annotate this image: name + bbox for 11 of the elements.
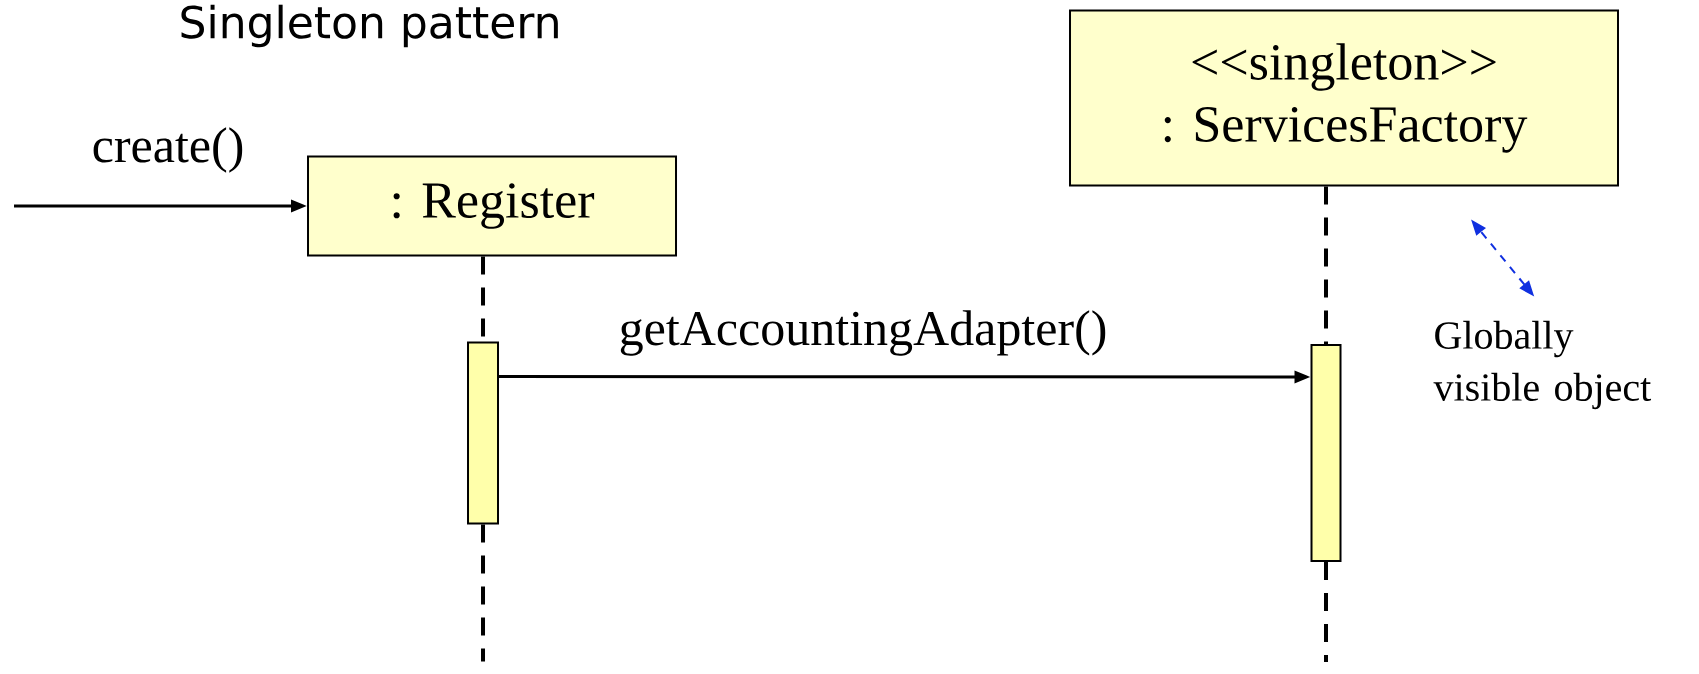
lifeline xyxy=(481,524,485,662)
edge-label: create() xyxy=(93,127,243,173)
title: Singleton pattern xyxy=(181,4,558,48)
activation-bar xyxy=(467,341,499,525)
activation-bar xyxy=(1310,344,1342,562)
object-box: : Register xyxy=(307,155,677,257)
edge-label: getAccountingAdapter() xyxy=(620,310,1106,356)
lifeline xyxy=(1324,562,1328,662)
object-box: <<singleton>> : ServicesFactory xyxy=(1069,9,1619,187)
lifeline xyxy=(1324,186,1328,344)
note-text: Globally visible object xyxy=(1433,320,1651,410)
